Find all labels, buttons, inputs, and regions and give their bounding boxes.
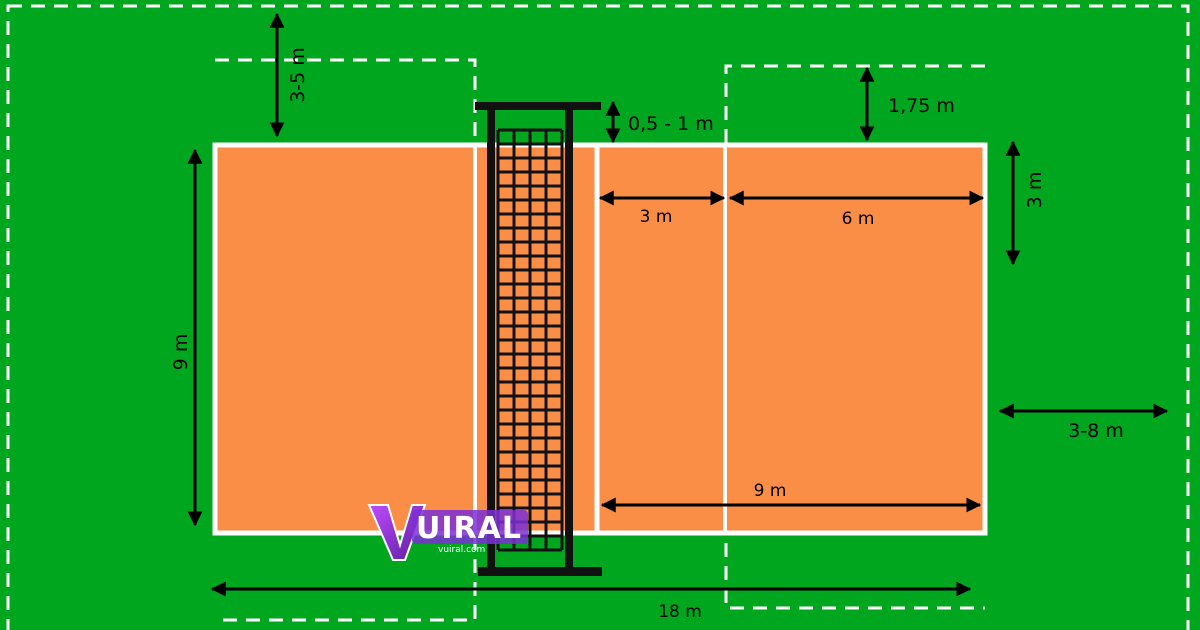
label-half-length: 9 m	[754, 481, 787, 501]
label-court-length: 18 m	[658, 602, 702, 622]
outer-free-zone-boundary	[6, 4, 1190, 630]
net	[475, 102, 602, 576]
label-free-zone-side: 1,75 m	[888, 95, 955, 117]
label-net-height-range: 0,5 - 1 m	[628, 113, 714, 135]
label-court-width: 9 m	[170, 334, 192, 371]
logo-brand-text: UIRAL	[416, 511, 522, 546]
label-side-three: 3 m	[1024, 172, 1046, 209]
logo-site-text: vuiral.com	[438, 545, 485, 555]
label-free-zone-far: 3-8 m	[1068, 420, 1124, 442]
label-free-zone-end: 3-5 m	[287, 47, 309, 103]
vuiral-logo: UIRAL vuiral.com	[367, 504, 528, 561]
label-attack-zone: 3 m	[640, 207, 673, 227]
label-back-zone: 6 m	[842, 209, 875, 229]
court-right-half	[594, 142, 988, 536]
